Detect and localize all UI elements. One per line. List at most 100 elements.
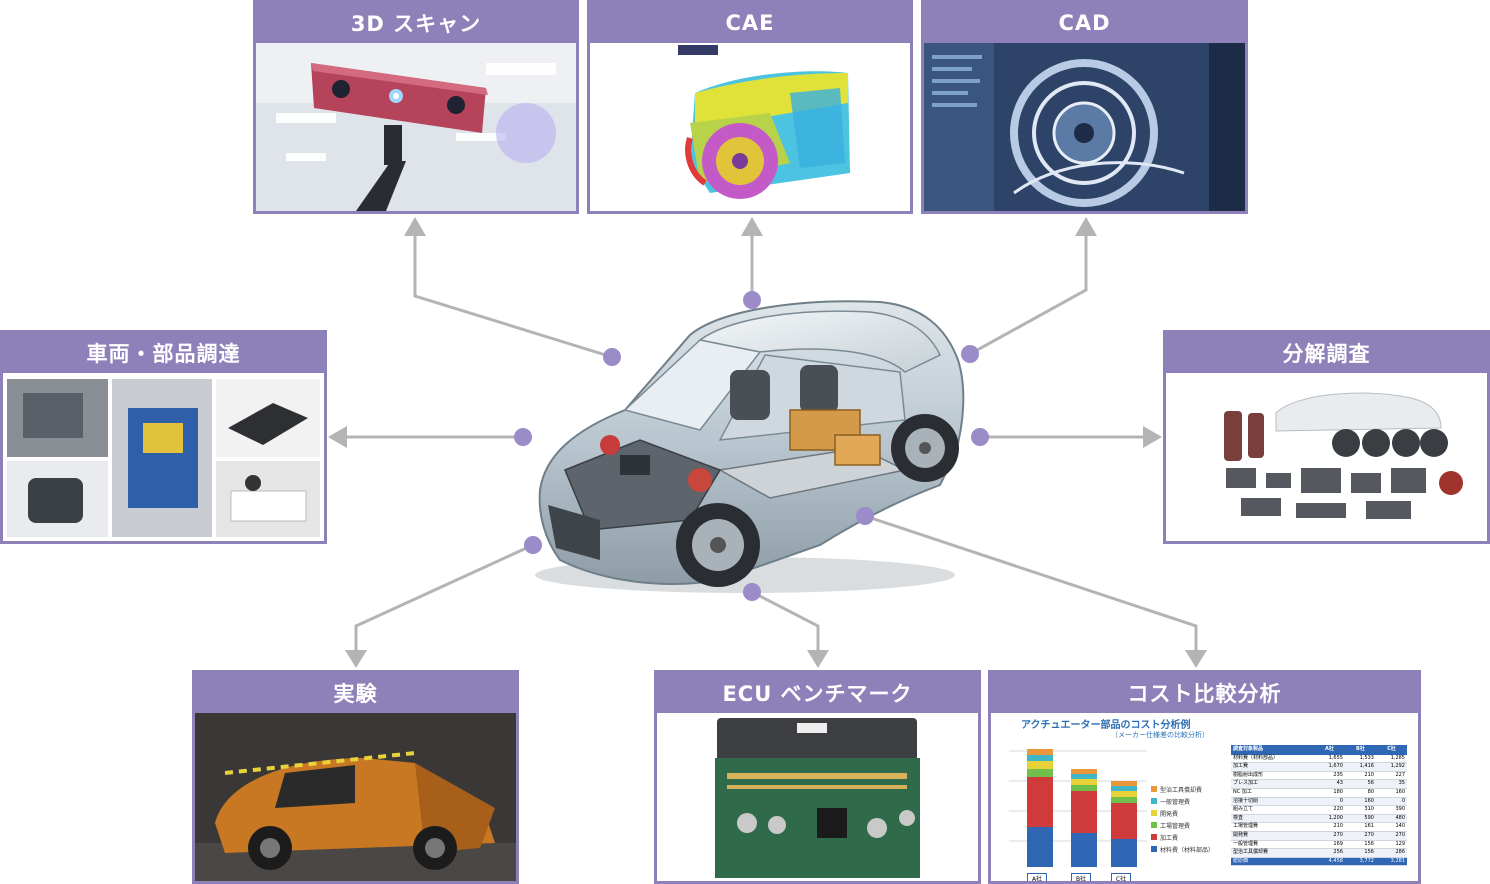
table-cell: 0: [1313, 797, 1345, 807]
table-cell: 256: [1313, 848, 1345, 858]
panel-procurement: 車両・部品調達: [0, 330, 327, 544]
table-cell: 156: [1344, 848, 1376, 858]
table-cell: 390: [1375, 805, 1407, 815]
arrow-up-cae: [741, 217, 763, 236]
table-cell: 1,200: [1313, 814, 1345, 824]
table-cell: 0: [1375, 797, 1407, 807]
bar-label-c: C社: [1111, 873, 1131, 881]
legend-item: 開発費: [1151, 809, 1214, 821]
table-cell: 開発費: [1231, 831, 1314, 841]
panel-cost-analysis: コスト比較分析 アクチュエーター部品のコスト分析例 （メーカー仕様差の比較分析）: [988, 670, 1421, 884]
dot-experiment: [524, 536, 542, 554]
panel-title: 分解調査: [1166, 333, 1487, 373]
table-cell: 総原価: [1231, 857, 1314, 867]
procurement-photo-grid: [3, 373, 324, 541]
table-cell: 1,292: [1375, 762, 1407, 772]
table-cell: 220: [1313, 805, 1345, 815]
table-cell: 型治工具償却費: [1231, 848, 1314, 858]
table-cell: 組み立て: [1231, 805, 1314, 815]
dot-cae: [743, 291, 761, 309]
table-cell: 樹脂射出成形: [1231, 771, 1314, 781]
legend-item: 一般管理費: [1151, 797, 1214, 809]
cost-doc-subtitle: （メーカー仕様差の比較分析）: [1111, 731, 1209, 739]
bar-c: [1111, 781, 1137, 867]
table-cell: 270: [1375, 831, 1407, 841]
panel-title: 車両・部品調達: [3, 333, 324, 373]
table-cell: 235: [1313, 771, 1345, 781]
legend-item: 材料費（材料部品）: [1151, 845, 1214, 857]
scan-photo: [256, 43, 576, 211]
table-cell: 1,533: [1344, 754, 1376, 764]
panel-title: 実験: [195, 673, 516, 713]
table-cell: 286: [1375, 848, 1407, 858]
connector-lines: [340, 232, 1198, 656]
bar-label-b: B社: [1071, 873, 1091, 881]
table-cell: 3,772: [1344, 857, 1376, 867]
cost-doc-title: アクチュエーター部品のコスト分析例: [1021, 720, 1191, 731]
table-cell: 43: [1313, 779, 1345, 789]
cae-simulation-image: [590, 43, 910, 211]
table-cell: 3,281: [1375, 857, 1407, 867]
table-cell: プレス加工: [1231, 779, 1314, 789]
table-cell: 一般管理費: [1231, 840, 1314, 850]
panel-cae: CAE: [587, 0, 913, 214]
panel-title: コスト比較分析: [991, 673, 1418, 713]
cost-bar-chart: [1009, 749, 1147, 867]
teardown-parts-photo: [1166, 373, 1487, 541]
panel-title: ECU ベンチマーク: [657, 673, 978, 713]
table-cell: 1,655: [1313, 754, 1345, 764]
arrow-right-teardown: [1143, 426, 1162, 448]
table-header-row: 調査対象製品 A社 B社 C社: [1231, 745, 1407, 755]
legend-item: 型治工具償却費: [1151, 785, 1214, 797]
cost-legend: 型治工具償却費 一般管理費 開発費 工場管理費 加工費 材料費（材料部品）: [1151, 785, 1214, 857]
dot-cost: [856, 507, 874, 525]
table-cell: 検査: [1231, 814, 1314, 824]
panel-title: CAD: [924, 3, 1245, 43]
table-cell: 溶接十切削: [1231, 797, 1314, 807]
arrow-up-cad: [1075, 217, 1097, 236]
table-cell: 35: [1375, 779, 1407, 789]
table-cell: 1,416: [1344, 762, 1376, 772]
table-cell: 56: [1344, 779, 1376, 789]
table-cell: 160: [1344, 797, 1376, 807]
table-cell: 480: [1375, 814, 1407, 824]
arrow-up-scan: [404, 217, 426, 236]
table-cell: NC 加工: [1231, 788, 1314, 798]
table-cell: 80: [1344, 788, 1376, 798]
table-cell: 材料費（材料部品）: [1231, 754, 1314, 764]
arrow-down-experiment: [345, 650, 367, 668]
table-cell: 310: [1344, 805, 1376, 815]
table-cell: 140: [1375, 822, 1407, 832]
dot-teardown: [971, 428, 989, 446]
arrow-down-cost: [1185, 650, 1207, 668]
legend-item: 工場管理費: [1151, 821, 1214, 833]
cost-analysis-document: アクチュエーター部品のコスト分析例 （メーカー仕様差の比較分析）: [991, 713, 1418, 881]
bar-a: [1027, 749, 1053, 867]
table-cell: 加工費: [1231, 762, 1314, 772]
table-cell: 270: [1313, 831, 1345, 841]
table-cell: 227: [1375, 771, 1407, 781]
table-cell: 161: [1344, 822, 1376, 832]
dot-procurement: [514, 428, 532, 446]
panel-teardown: 分解調査: [1163, 330, 1490, 544]
panel-ecu-benchmark: ECU ベンチマーク: [654, 670, 981, 884]
table-cell: 129: [1375, 840, 1407, 850]
table-cell: 1,670: [1313, 762, 1345, 772]
table-cell: 156: [1344, 840, 1376, 850]
panel-title: CAE: [590, 3, 910, 43]
bar-b: [1071, 769, 1097, 867]
table-cell: 169: [1313, 840, 1345, 850]
arrow-left-procurement: [328, 426, 347, 448]
